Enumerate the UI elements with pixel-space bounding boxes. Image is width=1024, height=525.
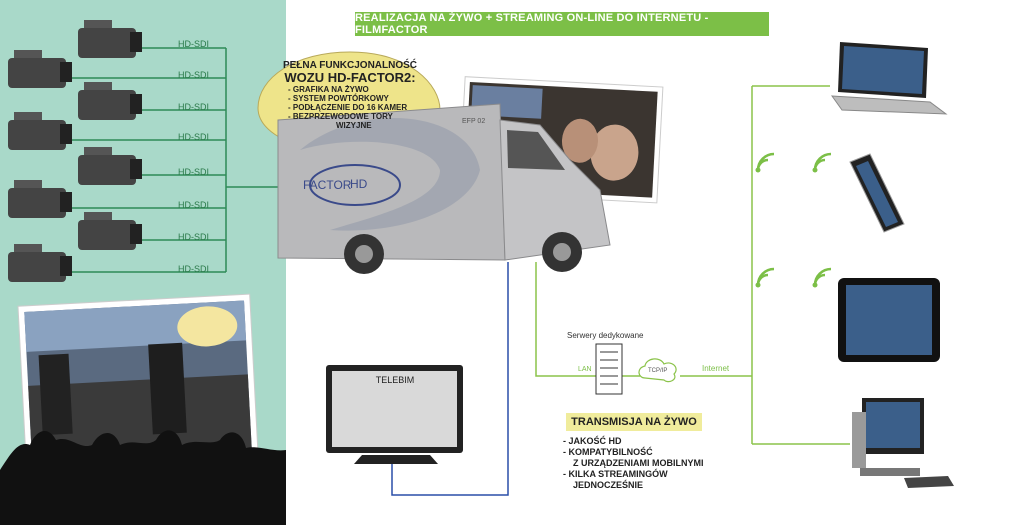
van-plate: EFP 02 [462, 118, 486, 125]
sdi-label: HD-SDI [178, 39, 209, 49]
feature-item: - SYSTEM POWTÓRKOWY [288, 94, 389, 103]
protocol-label: TCP/IP [648, 368, 668, 374]
feature-item: - BEZPRZEWODOWE TORY [288, 112, 393, 121]
cloud-icon [638, 358, 677, 383]
van-logo-text: FACTOR [303, 178, 352, 192]
phone-icon [849, 153, 905, 233]
camera-icon [8, 20, 142, 282]
bubble-content: PEŁNA FUNKCJONALNOŚĆ WOZU HD-FACTOR2: - … [280, 60, 420, 130]
transmission-list: - JAKOŚĆ HD - KOMPATYBILNOŚĆ Z URZĄDZENI… [563, 436, 713, 491]
transmission-item: - KOMPATYBILNOŚĆ [563, 447, 653, 457]
van-logo-badge: HD [350, 177, 368, 191]
lan-cable [535, 85, 850, 445]
desktop-icon [852, 398, 954, 488]
bubble-title: PEŁNA FUNKCJONALNOŚĆ [282, 60, 418, 71]
laptop-icon [830, 42, 948, 115]
telebim-label: TELEBIM [375, 375, 415, 385]
sdi-label: HD-SDI [178, 200, 209, 210]
tablet-icon [838, 278, 940, 362]
van-icon [277, 103, 611, 274]
transmission-title: TRANSMISJA NA ŻYWO [566, 413, 702, 431]
sdi-label: HD-SDI [178, 264, 209, 274]
server-icon [595, 343, 623, 395]
feature-item: - PODŁĄCZENIE DO 16 KAMER [288, 103, 408, 112]
page-title: REALIZACJA NA ŻYWO + STREAMING ON-LINE D… [355, 12, 769, 36]
lan-label: LAN [578, 366, 592, 373]
transmission-item: - KILKA STREAMINGÓW [563, 469, 668, 479]
internet-label: Internet [702, 364, 730, 373]
transmission-item: Z URZĄDZENIAMI MOBILNYMI [573, 458, 704, 468]
telebim-cable [391, 262, 509, 496]
feature-item: - GRAFIKA NA ŻYWO [288, 85, 369, 94]
sdi-label: HD-SDI [178, 232, 209, 242]
transmission-item: JEDNOCZEŚNIE [573, 480, 644, 490]
wifi-icon [756, 152, 832, 286]
concert-photo [17, 293, 259, 467]
sdi-label: HD-SDI [178, 132, 209, 142]
sdi-label: HD-SDI [178, 70, 209, 80]
bubble-subtitle: WOZU HD-FACTOR2: [284, 70, 416, 85]
feature-item: WIZYJNE [336, 121, 372, 130]
transmission-item: - JAKOŚĆ HD [563, 436, 622, 446]
sdi-label: HD-SDI [178, 167, 209, 177]
tv-icon [326, 365, 463, 464]
server-label: Serwery dedykowane [567, 331, 644, 340]
crowd-silhouette [0, 430, 286, 525]
sdi-label: HD-SDI [178, 102, 209, 112]
